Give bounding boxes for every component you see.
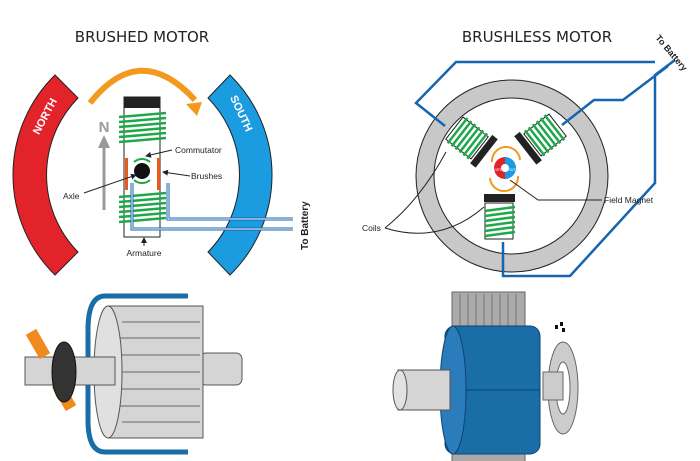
armature-label: Armature bbox=[127, 248, 162, 258]
brushed-to-battery-label: To Battery bbox=[300, 201, 311, 250]
brushless-to-battery-label: To Battery bbox=[653, 33, 689, 73]
rotor-south-label: SOUTH bbox=[506, 168, 519, 172]
brushed-title: BRUSHED MOTOR bbox=[75, 28, 209, 46]
brushes-label: Brushes bbox=[191, 171, 222, 181]
coil-right bbox=[514, 113, 567, 165]
commutator-label: Commutator bbox=[175, 145, 222, 155]
coils-label: Coils bbox=[362, 223, 381, 233]
n-marker: N bbox=[99, 119, 110, 136]
field-magnet-label: Field Magnet bbox=[604, 195, 654, 205]
field-magnet-rotor: NORTH SOUTH bbox=[489, 145, 521, 193]
rotation-arrowhead bbox=[186, 102, 202, 116]
brushed-rotor-illustration bbox=[24, 293, 243, 455]
brushless-wires bbox=[414, 59, 676, 278]
coil-left bbox=[445, 116, 498, 168]
rotor-north-label: NORTH bbox=[492, 168, 505, 172]
south-magnet bbox=[207, 74, 273, 276]
rotation-arrow bbox=[87, 67, 198, 105]
coil-bottom bbox=[484, 194, 516, 240]
armature bbox=[118, 96, 167, 238]
field-arrowhead bbox=[98, 135, 110, 148]
axle-label: Axle bbox=[63, 191, 80, 201]
brushless-rotor-illustration bbox=[392, 291, 579, 461]
north-magnet bbox=[12, 74, 79, 276]
brushless-title: BRUSHLESS MOTOR bbox=[462, 28, 612, 46]
